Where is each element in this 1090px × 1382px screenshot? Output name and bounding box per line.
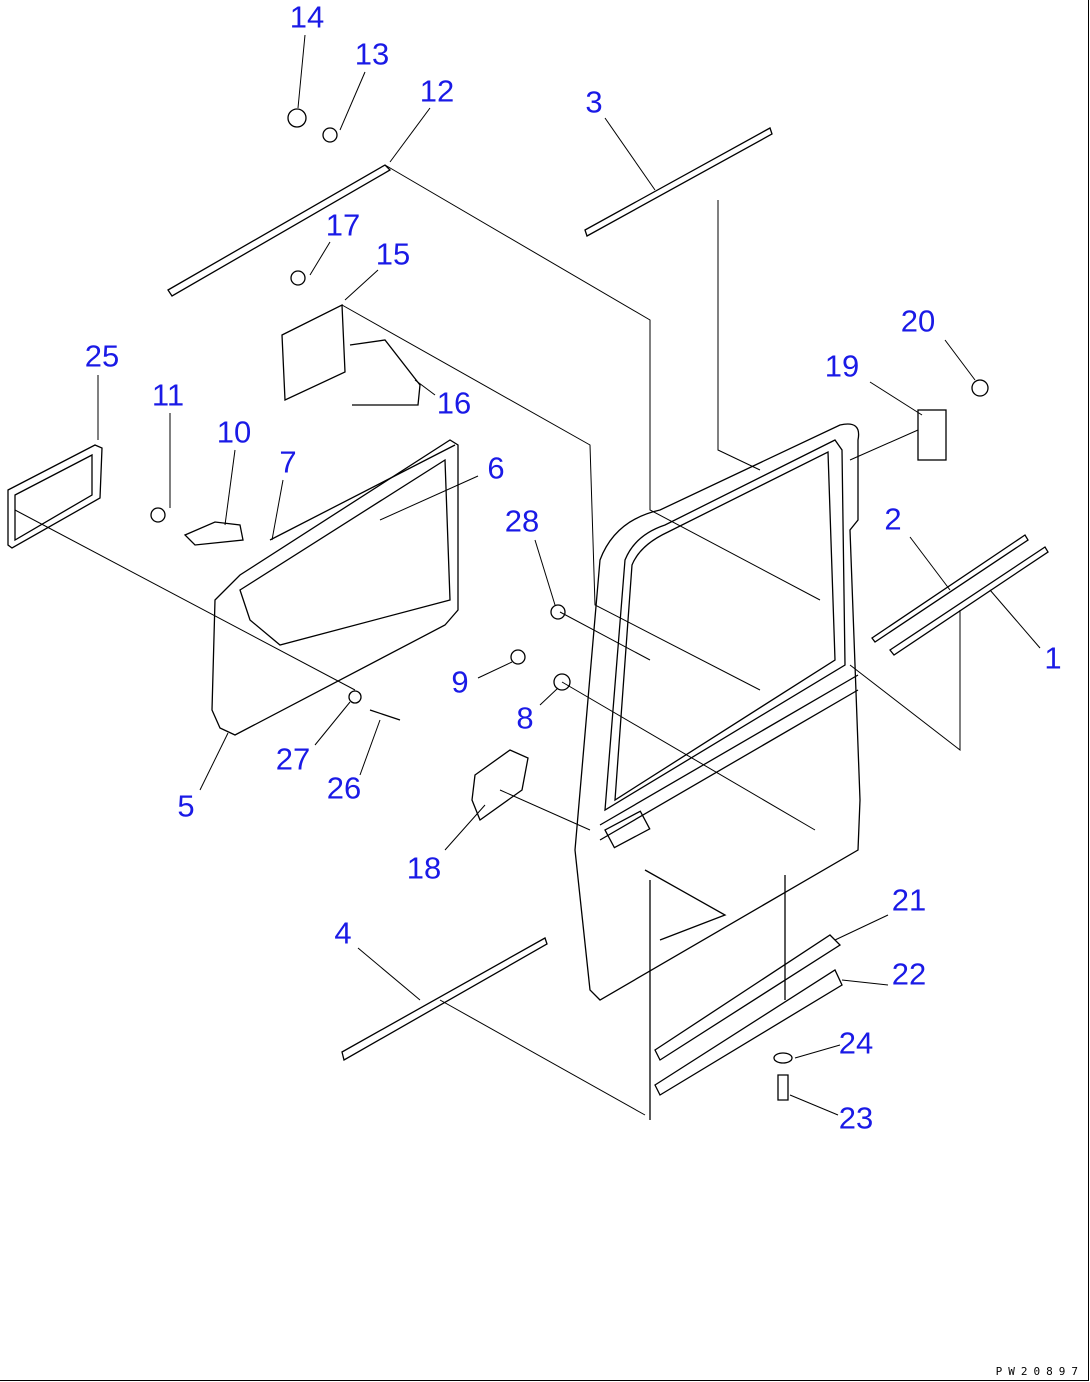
strip-4 bbox=[341, 937, 548, 1061]
strip-12 bbox=[167, 164, 392, 297]
leader-line-15 bbox=[344, 269, 379, 301]
callout-12: 12 bbox=[419, 73, 455, 109]
trim-panel bbox=[211, 439, 459, 736]
callout-4: 4 bbox=[334, 915, 352, 951]
callout-18: 18 bbox=[406, 850, 442, 886]
leader-line-6 bbox=[379, 475, 479, 521]
leader-line-12 bbox=[389, 107, 431, 163]
leader-line-13 bbox=[339, 71, 366, 131]
leader-line-7 bbox=[271, 479, 284, 541]
callout-22: 22 bbox=[891, 956, 927, 992]
leader-line-28 bbox=[534, 539, 556, 606]
washer-8 bbox=[553, 673, 571, 691]
strip-1 bbox=[889, 546, 1049, 656]
callout-25: 25 bbox=[84, 338, 120, 374]
callout-1: 1 bbox=[1044, 640, 1062, 676]
callout-5: 5 bbox=[177, 788, 195, 824]
callout-9: 9 bbox=[451, 664, 469, 700]
leader-line-24 bbox=[794, 1044, 841, 1059]
callout-14: 14 bbox=[289, 0, 325, 35]
leader-line-19 bbox=[869, 381, 923, 416]
strip-3 bbox=[584, 127, 773, 237]
leader-line-3 bbox=[604, 117, 656, 191]
bolt-9 bbox=[510, 649, 526, 665]
callout-8: 8 bbox=[516, 700, 534, 736]
callout-28: 28 bbox=[504, 503, 540, 539]
leader-lines bbox=[97, 34, 1041, 1116]
washer-27 bbox=[348, 690, 362, 704]
leader-line-22 bbox=[841, 979, 889, 986]
leader-line-20 bbox=[944, 339, 976, 381]
leader-line-17 bbox=[309, 241, 331, 276]
callout-10: 10 bbox=[216, 414, 252, 450]
leader-line-14 bbox=[297, 34, 306, 109]
leader-line-23 bbox=[789, 1094, 839, 1116]
assembly-lines bbox=[14, 164, 961, 1116]
hinge-19 bbox=[917, 409, 947, 461]
cap-14 bbox=[287, 108, 307, 128]
plate-16 bbox=[349, 339, 421, 406]
plate-15 bbox=[281, 303, 346, 401]
leader-line-9 bbox=[477, 661, 513, 679]
leader-line-4 bbox=[357, 947, 421, 1001]
strip-2 bbox=[871, 534, 1029, 643]
callout-21: 21 bbox=[891, 882, 927, 918]
leader-line-5 bbox=[199, 732, 229, 791]
strip-21 bbox=[654, 934, 842, 1061]
callout-17: 17 bbox=[325, 207, 361, 243]
bolt-11 bbox=[150, 507, 166, 523]
leader-line-8 bbox=[539, 687, 559, 706]
callout-19: 19 bbox=[824, 348, 860, 384]
bolt-13 bbox=[322, 127, 338, 143]
callout-7: 7 bbox=[279, 444, 297, 480]
leader-line-18 bbox=[444, 804, 486, 851]
plate-18 bbox=[471, 749, 529, 822]
bolt-17 bbox=[290, 270, 306, 286]
callout-26: 26 bbox=[326, 770, 362, 806]
leader-line-26 bbox=[359, 719, 381, 776]
callout-11: 11 bbox=[151, 377, 185, 413]
leader-line-1 bbox=[989, 589, 1041, 649]
handle-10 bbox=[183, 521, 244, 546]
leader-line-21 bbox=[834, 914, 889, 941]
bolt-23 bbox=[777, 1074, 789, 1101]
callout-15: 15 bbox=[375, 236, 411, 272]
callout-24: 24 bbox=[838, 1025, 874, 1061]
drawing-code: PW20897 bbox=[995, 1365, 1084, 1378]
callout-23: 23 bbox=[838, 1100, 874, 1136]
callout-13: 13 bbox=[354, 36, 390, 72]
leader-line-27 bbox=[314, 701, 351, 746]
bolt-20 bbox=[971, 379, 989, 397]
leader-line-16 bbox=[414, 379, 436, 396]
callout-20: 20 bbox=[900, 303, 936, 339]
leader-line-10 bbox=[224, 449, 236, 526]
strip-22 bbox=[654, 969, 843, 1096]
screw-26 bbox=[369, 709, 401, 721]
callout-6: 6 bbox=[487, 450, 505, 486]
callout-16: 16 bbox=[436, 385, 472, 421]
callout-3: 3 bbox=[585, 84, 603, 120]
callout-27: 27 bbox=[275, 741, 311, 777]
panel-25 bbox=[7, 444, 103, 549]
door-assembly bbox=[574, 423, 861, 1120]
leader-line-2 bbox=[909, 536, 951, 591]
washer-24 bbox=[773, 1052, 793, 1064]
callout-2: 2 bbox=[884, 501, 902, 537]
clip-28 bbox=[550, 604, 566, 620]
